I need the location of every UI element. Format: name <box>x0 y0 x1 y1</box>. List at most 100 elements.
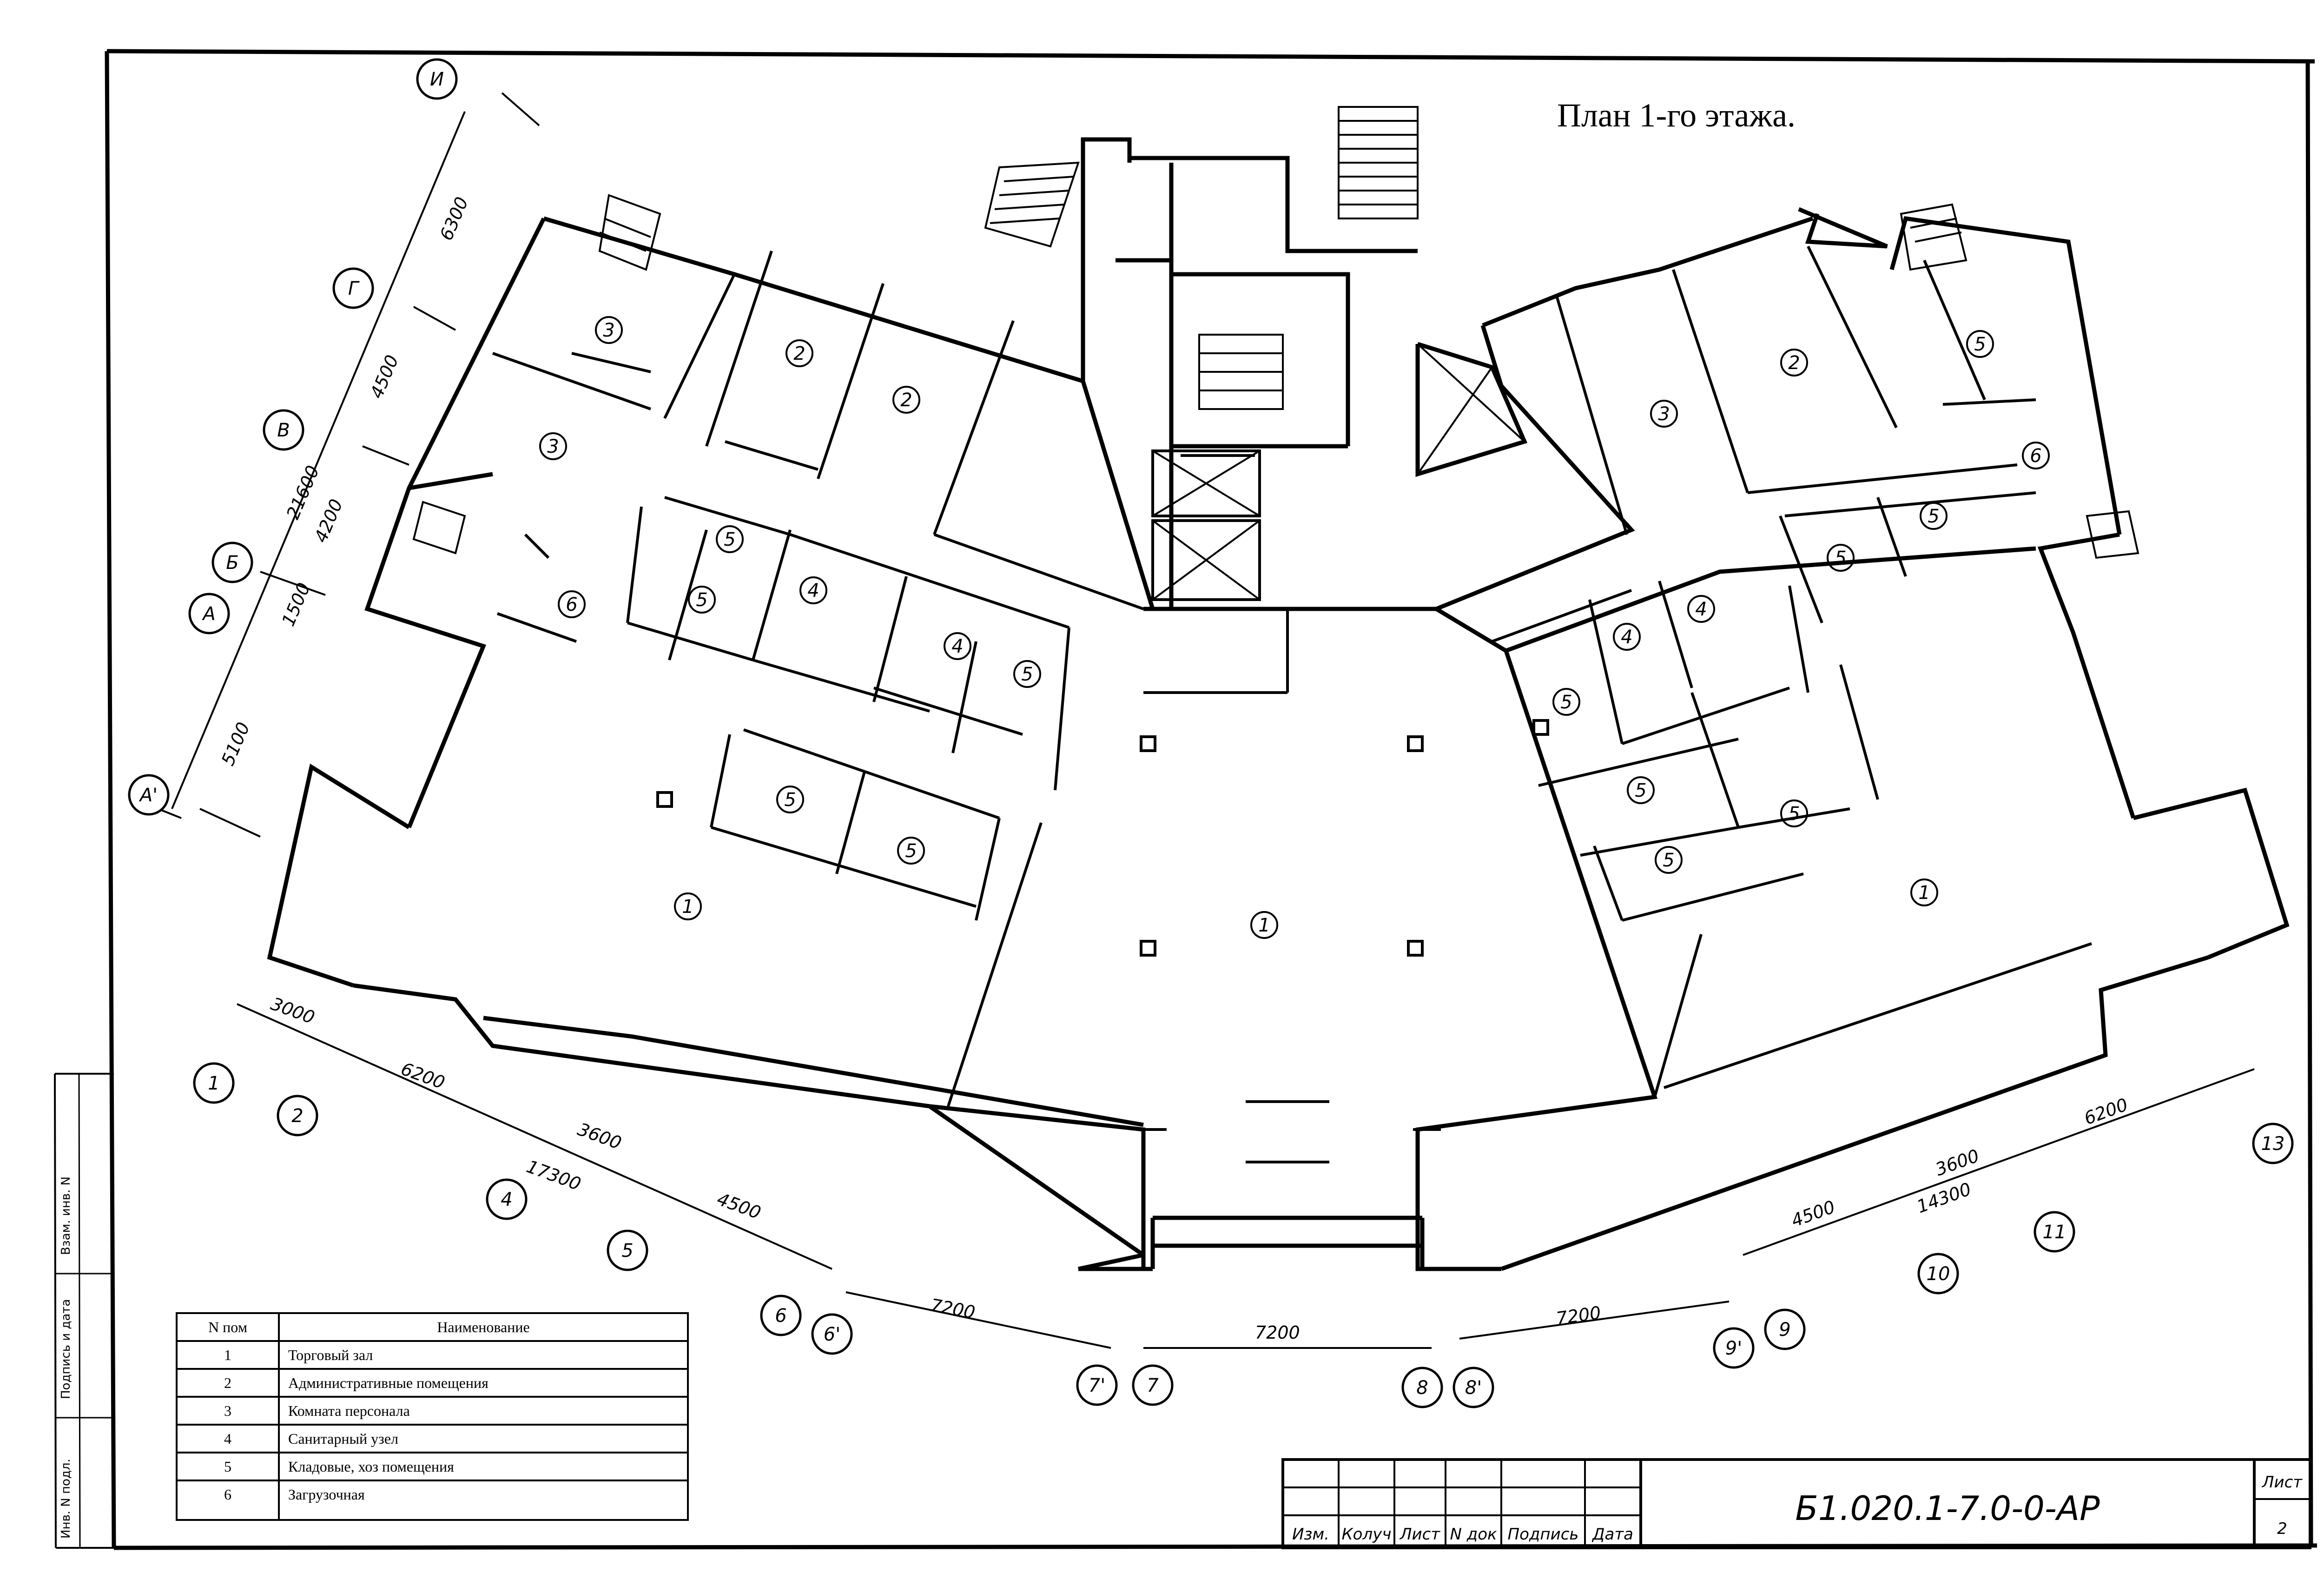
legend-row-num: 6 <box>224 1486 231 1503</box>
dim-17300: 17300 <box>524 1156 584 1195</box>
axis-marker-10: 10 <box>1917 1253 1959 1295</box>
axis-marker-11: 11 <box>2034 1211 2075 1253</box>
dim-1500-left: 1500 <box>278 580 314 629</box>
svg-text:5: 5 <box>1928 506 1939 527</box>
dim-3000: 3000 <box>268 993 317 1028</box>
document-code: Б1.020.1-7.0-0-АР <box>1795 1489 2100 1528</box>
room-label: 6 <box>2022 442 2050 469</box>
svg-text:5: 5 <box>696 589 707 611</box>
svg-text:8': 8' <box>1465 1377 1482 1399</box>
axis-marker-9-prime: 9' <box>1713 1327 1755 1369</box>
svg-text:10: 10 <box>1927 1263 1950 1285</box>
room-label: 4 <box>1687 595 1715 623</box>
axis-marker-G: Г <box>332 267 374 309</box>
dim-4500-bottom-right: 4500 <box>1789 1196 1838 1231</box>
dim-3600-right: 3600 <box>1933 1145 1982 1180</box>
room-label: 4 <box>1613 623 1641 651</box>
sheet-frame <box>54 49 2317 1550</box>
axis-marker-B: Б <box>211 542 253 583</box>
svg-text:5: 5 <box>905 840 917 862</box>
svg-text:А: А <box>201 603 215 625</box>
axis-marker-6: 6 <box>760 1295 802 1336</box>
svg-text:8: 8 <box>1416 1377 1428 1399</box>
axis-marker-V: В <box>263 409 304 451</box>
svg-text:6': 6' <box>824 1324 840 1345</box>
dim-3600-left: 3600 <box>575 1119 624 1153</box>
svg-text:4: 4 <box>1695 599 1707 620</box>
stamp-header: N док <box>1450 1525 1497 1544</box>
room-label: 5 <box>1552 688 1580 716</box>
bottom-axis-markers: 1 2 4 5 6 6' 7' 7 8 8' 9' 9 10 11 13 <box>193 1062 2294 1408</box>
room-label: 5 <box>776 786 804 813</box>
legend-header-num: N пом <box>208 1319 247 1335</box>
left-axis-markers: И Г В Б А А' <box>128 58 458 816</box>
staircases <box>412 106 2139 559</box>
svg-text:6: 6 <box>566 594 577 615</box>
svg-text:5: 5 <box>1788 803 1800 825</box>
legend-row-name: Комната персонала <box>288 1402 410 1419</box>
svg-text:4: 4 <box>1621 627 1632 648</box>
room-label: 6 <box>558 590 586 618</box>
stamp-header: Колуч <box>1342 1525 1392 1544</box>
room-label: 3 <box>539 432 567 460</box>
room-label: 4 <box>944 632 971 660</box>
svg-text:3: 3 <box>547 436 559 457</box>
axis-marker-7: 7 <box>1132 1364 1174 1406</box>
svg-text:1: 1 <box>1258 915 1270 936</box>
dim-7200-c: 7200 <box>1555 1302 1602 1329</box>
room-label: 2 <box>1780 349 1808 377</box>
svg-text:В: В <box>277 420 290 441</box>
room-label: 5 <box>1013 660 1041 688</box>
svg-text:5: 5 <box>784 789 796 811</box>
legend-row-num: 2 <box>224 1374 231 1391</box>
dim-21600: 21600 <box>283 462 324 522</box>
margin-notes: Инв. N подл. Подпись и дата Взам. инв. N <box>59 1176 73 1539</box>
room-label: 5 <box>1966 330 1994 358</box>
svg-text:Б: Б <box>226 552 238 574</box>
svg-text:4: 4 <box>807 580 819 601</box>
axis-marker-I: И <box>416 58 458 100</box>
room-label: 5 <box>716 525 744 553</box>
svg-text:1: 1 <box>682 896 693 918</box>
dim-14300: 14300 <box>1914 1179 1974 1217</box>
room-label: 1 <box>1250 911 1278 939</box>
margin-note-signature: Подпись и дата <box>59 1299 73 1399</box>
room-label: 4 <box>799 576 827 604</box>
axis-marker-5: 5 <box>607 1229 648 1271</box>
legend-row-name: Кладовые, хоз помещения <box>288 1458 454 1475</box>
svg-text:7': 7' <box>1089 1375 1105 1396</box>
svg-text:Г: Г <box>348 278 360 299</box>
room-legend-text: N пом Наименование 1 Торговый зал 2 Адми… <box>208 1319 530 1503</box>
dim-4200-left: 4200 <box>310 496 347 545</box>
axis-marker-4: 4 <box>486 1178 528 1220</box>
axis-marker-8-prime: 8' <box>1452 1367 1494 1408</box>
svg-text:7: 7 <box>1147 1375 1159 1396</box>
dim-6300: 6300 <box>436 194 472 243</box>
stamp-header: Изм. <box>1292 1525 1329 1544</box>
dim-6200-left: 6200 <box>398 1058 448 1093</box>
legend-row-num: 3 <box>224 1402 231 1419</box>
sheet-label: Лист <box>2261 1473 2303 1492</box>
room-label: 1 <box>1910 879 1938 906</box>
plan-title: План 1-го этажа. <box>1557 97 1796 134</box>
dim-4500-bottom-left: 4500 <box>714 1189 764 1223</box>
axis-marker-A-prime: А' <box>128 774 170 816</box>
axis-marker-13: 13 <box>2252 1123 2294 1164</box>
svg-text:9: 9 <box>1779 1319 1790 1341</box>
axis-marker-8: 8 <box>1401 1367 1443 1408</box>
room-label: 2 <box>892 386 920 414</box>
legend-header-name: Наименование <box>437 1319 529 1335</box>
svg-text:И: И <box>430 69 444 90</box>
svg-text:2: 2 <box>900 390 912 411</box>
columns <box>656 719 1549 957</box>
bottom-dimensions: 3000 6200 3600 17300 4500 7200 7200 7200… <box>268 993 2131 1343</box>
legend-row-name: Загрузочная <box>288 1486 365 1503</box>
svg-text:9': 9' <box>1725 1338 1742 1359</box>
svg-text:3: 3 <box>1658 403 1670 425</box>
legend-row-name: Санитарный узел <box>288 1430 398 1447</box>
svg-text:5: 5 <box>724 529 735 550</box>
building-walls <box>267 137 2290 1271</box>
dim-5100: 5100 <box>218 719 254 768</box>
svg-text:4: 4 <box>951 636 963 657</box>
